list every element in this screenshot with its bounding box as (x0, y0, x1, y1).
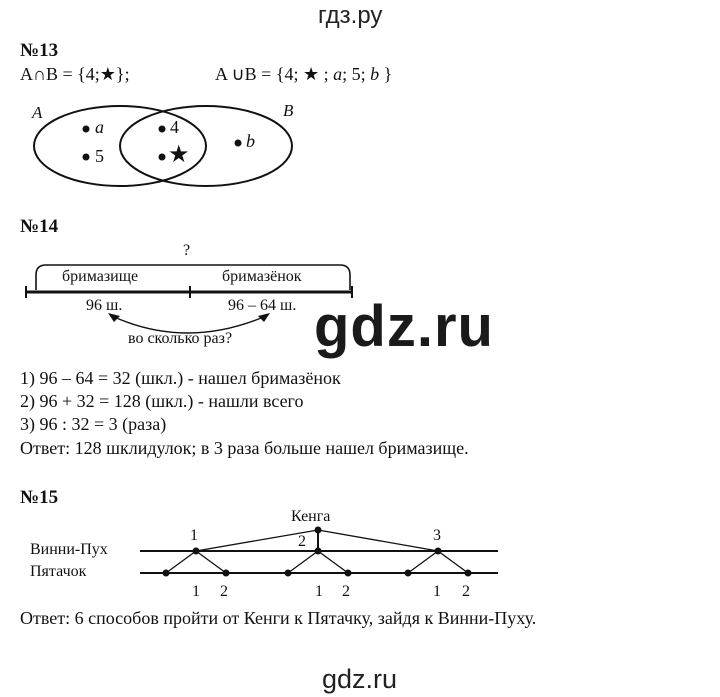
union-post: } (379, 64, 393, 84)
element-b: b (246, 131, 255, 151)
path-number-2: 2 (298, 533, 306, 550)
dot-a (82, 125, 90, 133)
piglet-row-label: Пятачок (30, 563, 87, 580)
left-segment-count: 96 ш. (86, 297, 123, 314)
node-p5 (404, 569, 412, 577)
v2-to-p2 (317, 550, 349, 574)
compare-arrow-left (108, 313, 120, 322)
problem-13-title: №13 (20, 40, 59, 61)
problem-15-title: №15 (20, 487, 59, 508)
dot-4 (158, 125, 166, 133)
set-b-ellipse (119, 105, 293, 187)
branch-number-5: 1 (433, 583, 441, 600)
right-segment-label: бримазёнок (222, 268, 302, 285)
footer-watermark: gdz.ru (322, 664, 398, 694)
dot-b (234, 139, 242, 147)
compare-arc (111, 315, 267, 334)
intersection-expression: A∩B = {4;★}; (20, 64, 130, 84)
union-b: b (370, 64, 380, 84)
node-v2 (314, 547, 322, 555)
compare-label: во сколько раз? (128, 330, 233, 347)
node-p6 (464, 569, 472, 577)
v1-to-p1 (165, 550, 197, 574)
path-number-1: 1 (190, 527, 198, 544)
element-4: 4 (170, 117, 179, 137)
problem-14-answer: Ответ: 128 шклидулок; в 3 раза больше на… (20, 438, 469, 458)
v2-to-p1 (287, 550, 319, 574)
node-p3 (284, 569, 292, 577)
total-question: ? (183, 242, 191, 259)
kenga-label: Кенга (291, 508, 331, 525)
kenga-to-3 (317, 529, 439, 552)
branch-number-3: 1 (315, 583, 323, 600)
union-pre: A ∪B = {4; ★ ; (215, 64, 334, 84)
v3-to-p1 (407, 550, 439, 574)
node-p4 (344, 569, 352, 577)
node-v1 (192, 547, 200, 555)
element-5: 5 (95, 146, 104, 166)
dot-star (158, 153, 166, 161)
set-b-label: B (283, 101, 294, 120)
solution-step-3: 3) 96 : 32 = 3 (раза) (20, 414, 167, 434)
union-a: a (333, 64, 343, 84)
v1-to-p2 (195, 550, 227, 574)
path-number-3: 3 (433, 527, 441, 544)
set-a-ellipse (33, 105, 207, 187)
branch-number-2: 2 (220, 583, 228, 600)
union-expression: A ∪B = {4; ★ ; a; 5; b } (215, 64, 392, 85)
node-p1 (162, 569, 170, 577)
node-v3 (434, 547, 442, 555)
left-segment-label: бримазище (62, 268, 139, 285)
kenga-to-1 (195, 529, 319, 552)
set-a-label: A (32, 103, 43, 122)
watermark: gdz.ru (314, 294, 494, 359)
right-segment-count: 96 – 64 ш. (228, 297, 297, 314)
compare-arrow-right (258, 313, 270, 322)
element-a: a (95, 117, 104, 137)
problem-15-answer: Ответ: 6 способов пройти от Кенги к Пята… (20, 608, 537, 628)
branch-number-4: 2 (342, 583, 350, 600)
site-header: гдз.ру (318, 2, 383, 29)
dot-5 (82, 153, 90, 161)
solution-step-2: 2) 96 + 32 = 128 (шкл.) - нашли всего (20, 391, 304, 411)
vinni-row-label: Винни-Пух (30, 541, 108, 558)
problem-14-title: №14 (20, 216, 59, 237)
v3-to-p2 (437, 550, 469, 574)
solution-step-1: 1) 96 – 64 = 32 (шкл.) - нашел бримазёно… (20, 368, 341, 388)
node-p2 (222, 569, 230, 577)
branch-number-6: 2 (462, 583, 470, 600)
union-mid: ; 5; (342, 64, 371, 84)
node-kenga (314, 526, 322, 534)
branch-number-1: 1 (192, 583, 200, 600)
total-brace (35, 264, 351, 290)
element-star: ★ (168, 140, 190, 168)
